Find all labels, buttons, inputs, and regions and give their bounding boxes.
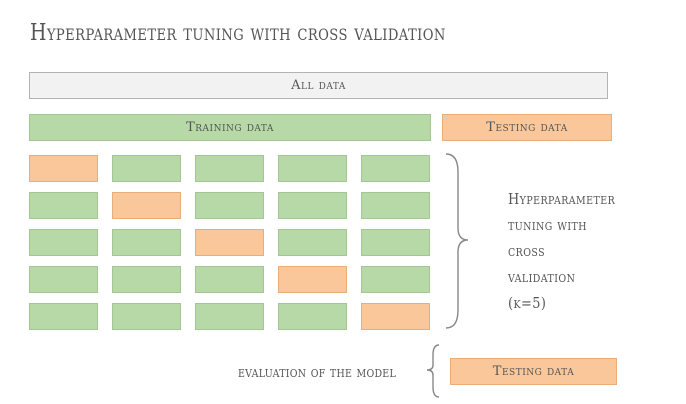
cv-line-1: Hyperparameter xyxy=(508,190,616,208)
training-fold-cell xyxy=(278,155,347,182)
training-fold-cell xyxy=(112,155,181,182)
training-fold-cell xyxy=(29,266,98,293)
right-brace-icon xyxy=(445,153,469,329)
cv-line-3: cross xyxy=(508,242,546,260)
validation-fold-cell xyxy=(361,303,430,330)
training-fold-cell xyxy=(278,229,347,256)
evaluation-label: evaluation of the model xyxy=(238,363,397,381)
validation-fold-cell xyxy=(278,266,347,293)
training-fold-cell xyxy=(361,266,430,293)
validation-fold-cell xyxy=(29,155,98,182)
all-data-bar: All data xyxy=(29,72,608,99)
left-brace-icon xyxy=(426,344,440,398)
final-testing-data-bar: Testing data xyxy=(450,358,617,385)
diagram-title: Hyperparameter tuning with cross validat… xyxy=(30,20,446,46)
validation-fold-cell xyxy=(112,192,181,219)
cv-line-5: (k=5) xyxy=(508,294,547,312)
testing-data-bar: Testing data xyxy=(442,114,612,141)
training-fold-cell xyxy=(112,266,181,293)
training-fold-cell xyxy=(112,303,181,330)
cv-line-2: tuning with xyxy=(508,216,587,234)
training-fold-cell xyxy=(195,155,264,182)
training-fold-cell xyxy=(112,229,181,256)
training-fold-cell xyxy=(195,303,264,330)
testing-data-label: Testing data xyxy=(486,120,568,135)
training-fold-cell xyxy=(361,192,430,219)
training-fold-cell xyxy=(195,192,264,219)
training-fold-cell xyxy=(29,303,98,330)
training-fold-cell xyxy=(361,155,430,182)
training-fold-cell xyxy=(29,192,98,219)
cv-line-4: validation xyxy=(508,268,576,286)
training-data-bar: Training data xyxy=(29,114,431,141)
validation-fold-cell xyxy=(195,229,264,256)
training-fold-cell xyxy=(361,229,430,256)
training-fold-cell xyxy=(195,266,264,293)
final-testing-data-label: Testing data xyxy=(492,364,575,379)
training-fold-cell xyxy=(278,303,347,330)
training-fold-cell xyxy=(29,229,98,256)
training-fold-cell xyxy=(278,192,347,219)
all-data-label: All data xyxy=(291,78,346,93)
cv-description: Hyperparameter tuning with cross validat… xyxy=(508,186,616,316)
training-data-label: Training data xyxy=(186,120,274,135)
